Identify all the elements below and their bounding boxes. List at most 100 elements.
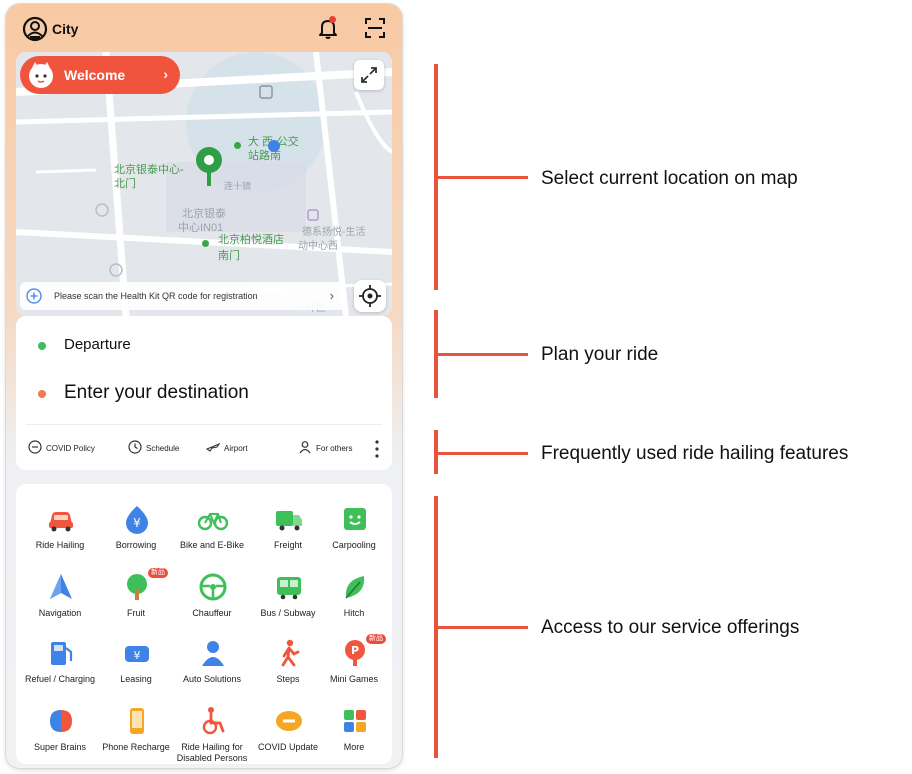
- expand-map-button[interactable]: [354, 60, 384, 90]
- new-badge: 新品: [148, 568, 168, 578]
- steering-wheel-icon: [199, 573, 227, 601]
- map-label-yintai-center-1: 北京银泰: [182, 208, 226, 220]
- service-steps[interactable]: Steps: [250, 638, 326, 704]
- service-carpooling[interactable]: Carpooling: [316, 504, 392, 570]
- scan-icon[interactable]: [364, 17, 386, 39]
- svg-text:¥: ¥: [133, 516, 141, 530]
- divider: [26, 424, 382, 425]
- map-label-life-center-1: 德系扬悦-生活: [302, 227, 366, 238]
- service-label: Phone Recharge: [102, 742, 170, 752]
- service-label: Freight: [273, 540, 302, 550]
- map-view[interactable]: Welcome › 大 西-公交 站路南 北京银泰中心- 北门 连十镜 北京银泰…: [16, 52, 392, 316]
- service-ride-hailing[interactable]: Ride Hailing: [22, 504, 98, 570]
- welcome-label: Welcome: [64, 67, 126, 83]
- annotation-tick: [438, 626, 528, 629]
- map-label-yintai-north-1: 北京银泰中心-: [114, 164, 184, 176]
- grid-more-icon: [344, 710, 366, 732]
- service-refuel-charging[interactable]: Refuel / Charging: [22, 638, 98, 704]
- truck-icon: [276, 511, 302, 531]
- new-badge: 新品: [366, 634, 386, 644]
- annotation-frequent-features: Frequently used ride hailing features: [541, 443, 849, 464]
- game-pin-icon: P: [345, 640, 365, 666]
- annotation-bracket-ride: [434, 310, 438, 398]
- car-key-icon: ¥: [125, 646, 149, 662]
- service-label: Leasing: [120, 674, 152, 684]
- car-icon: [49, 512, 73, 532]
- current-location-dot: [268, 140, 280, 152]
- quick-action-label: Schedule: [146, 444, 180, 453]
- annotation-tick: [438, 353, 528, 356]
- service-borrowing[interactable]: ¥ Borrowing: [98, 504, 174, 570]
- airplane-icon: [206, 442, 220, 452]
- locate-me-button[interactable]: [354, 280, 386, 312]
- annotation-select-location: Select current location on map: [541, 168, 798, 189]
- bus-icon: [277, 577, 301, 600]
- service-hitch[interactable]: Hitch: [316, 572, 392, 638]
- service-label: Hitch: [343, 608, 365, 618]
- service-label: More: [343, 742, 365, 752]
- mascot-icon: [29, 62, 53, 88]
- mechanic-icon: [202, 641, 224, 666]
- services-grid: Ride Hailing ¥ Borrowing Bike and E-Bike: [16, 484, 392, 764]
- location-pin-icon[interactable]: [194, 146, 224, 188]
- chevron-right-icon: ›: [163, 66, 168, 82]
- destination-input[interactable]: Enter your destination: [16, 376, 392, 416]
- service-leasing[interactable]: ¥ Leasing: [98, 638, 174, 704]
- svg-text:P: P: [351, 644, 359, 657]
- expand-icon: [361, 67, 377, 83]
- annotation-bracket-features: [434, 430, 438, 474]
- poi-dot: [202, 240, 209, 247]
- service-label: Auto Solutions: [182, 674, 242, 684]
- destination-placeholder: Enter your destination: [64, 382, 249, 403]
- notification-bell-icon[interactable]: [316, 16, 340, 40]
- service-bike[interactable]: Bike and E-Bike: [174, 504, 250, 570]
- health-kit-notice[interactable]: Please scan the Health Kit QR code for r…: [20, 282, 346, 310]
- service-label: Steps: [276, 674, 300, 684]
- departure-dot: [38, 342, 46, 350]
- person-icon: [299, 441, 311, 454]
- quick-action-label: Airport: [224, 444, 248, 453]
- city-user-icon[interactable]: [22, 16, 48, 42]
- service-fruit[interactable]: 新品 Fruit: [98, 568, 174, 638]
- service-label: Refuel / Charging: [24, 674, 96, 684]
- service-disabled-ride-hailing[interactable]: Ride Hailing for Disabled Persons: [174, 706, 250, 768]
- welcome-banner[interactable]: Welcome ›: [20, 56, 180, 94]
- city-label[interactable]: City: [52, 21, 79, 37]
- service-mini-games[interactable]: P 新品 Mini Games: [316, 634, 392, 704]
- annotation-tick: [438, 176, 528, 179]
- service-bus-subway[interactable]: Bus / Subway: [250, 572, 326, 638]
- clock-icon: [128, 440, 142, 454]
- map-label-park-hyatt-2: 南门: [218, 250, 240, 262]
- service-label: COVID Update: [257, 742, 319, 752]
- phone-icon: [130, 708, 144, 734]
- annotation-service-offerings: Access to our service offerings: [541, 617, 800, 638]
- service-covid-update[interactable]: COVID Update: [250, 706, 326, 768]
- service-freight[interactable]: Freight: [250, 504, 326, 570]
- wheelchair-icon: [202, 707, 225, 735]
- service-navigation[interactable]: Navigation: [22, 572, 98, 638]
- map-label-small: 连十镜: [224, 181, 252, 191]
- service-chauffeur[interactable]: Chauffeur: [174, 572, 250, 638]
- map-label-bus-stop-2: 站路南: [248, 150, 281, 162]
- smiley-bag-icon: [344, 508, 366, 530]
- service-label: Chauffeur: [192, 608, 232, 618]
- quick-action-label: COVID Policy: [46, 444, 95, 453]
- bicycle-icon: [198, 513, 228, 531]
- service-more[interactable]: More: [316, 706, 392, 768]
- service-phone-recharge[interactable]: Phone Recharge: [98, 706, 174, 768]
- destination-dot: [38, 390, 46, 398]
- health-kit-icon: [26, 288, 42, 304]
- yen-coin-icon: ¥: [126, 506, 148, 534]
- covid-policy-icon: [28, 440, 42, 454]
- more-options-icon[interactable]: [370, 438, 384, 460]
- service-super-brains[interactable]: Super Brains: [22, 706, 98, 768]
- chevron-right-icon: ›: [329, 288, 334, 303]
- departure-field[interactable]: Departure: [16, 330, 392, 370]
- navigation-arrow-icon: [50, 574, 72, 599]
- departure-label: Departure: [64, 336, 131, 353]
- ride-planner-card: Departure Enter your destination COVID P…: [16, 316, 392, 470]
- service-label: Navigation: [38, 608, 82, 618]
- service-auto-solutions[interactable]: Auto Solutions: [174, 638, 250, 704]
- notification-dot: [329, 16, 336, 23]
- quick-action-label: For others: [316, 444, 353, 453]
